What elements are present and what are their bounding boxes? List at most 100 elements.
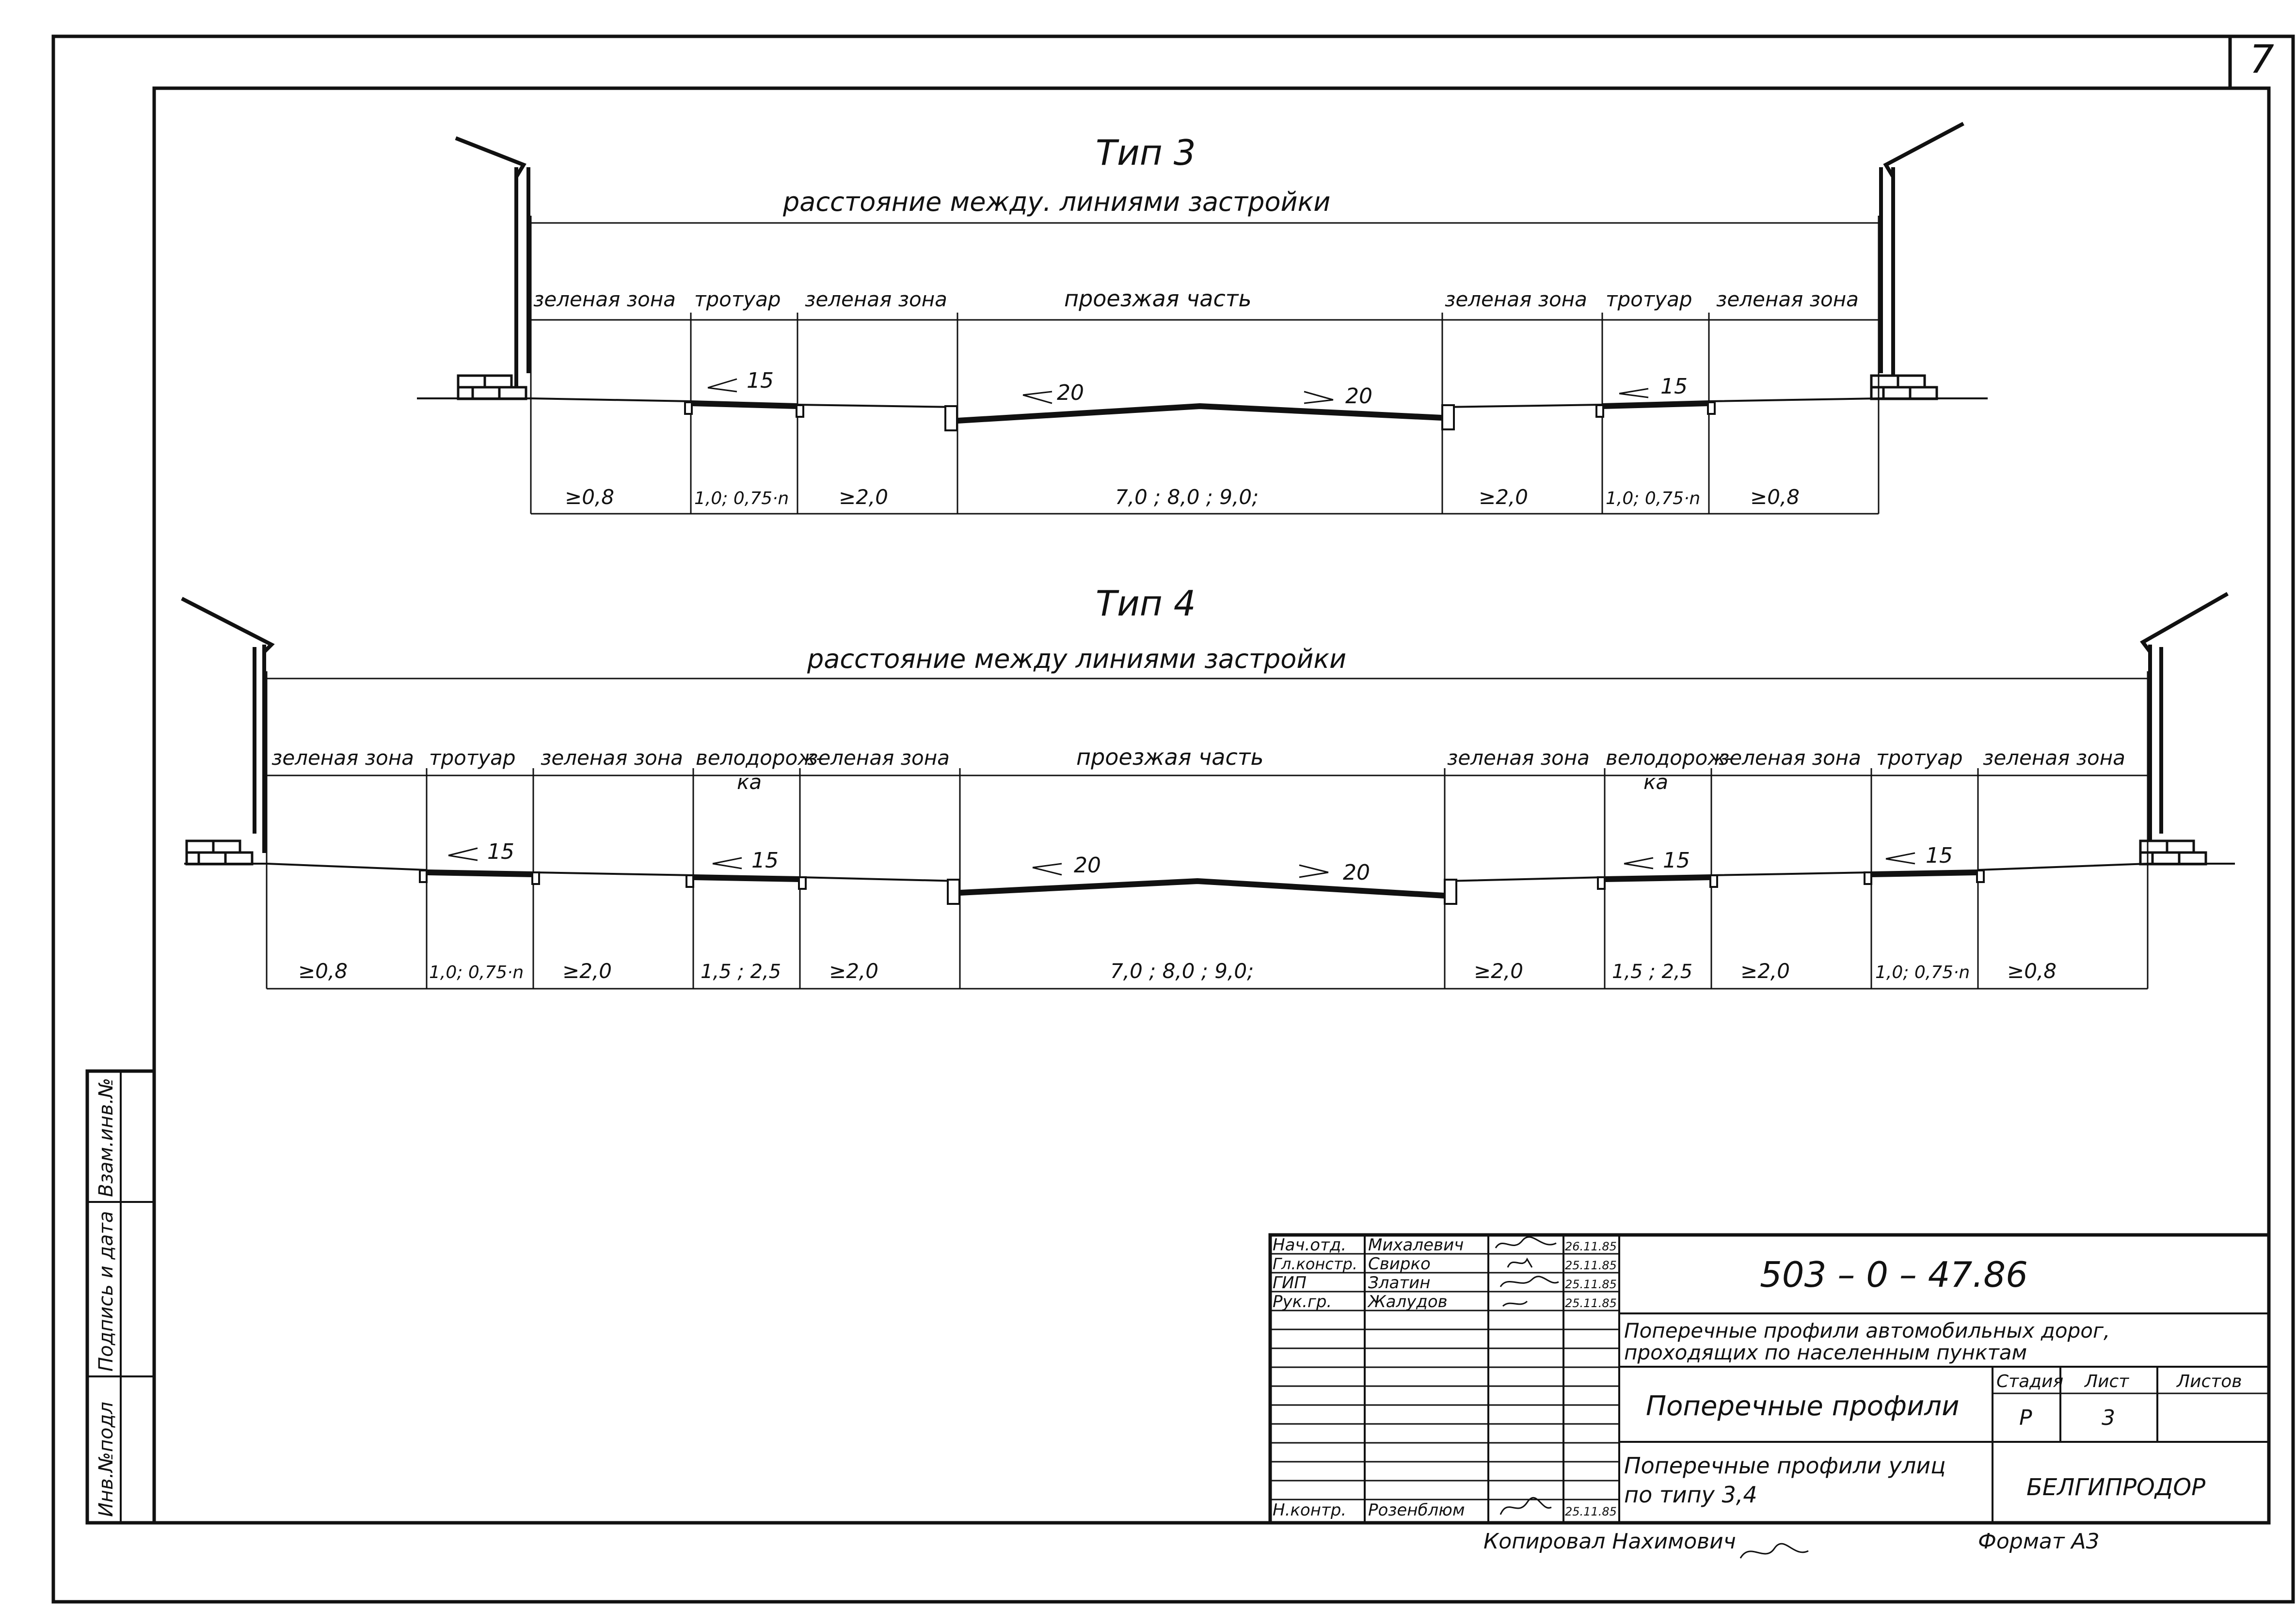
type3-profile: Тип 3 расстояние между. л (417, 122, 1988, 515)
house-left-icon (181, 597, 275, 866)
type3-dim-6: 1,0; 0,75·n (1606, 489, 1700, 508)
type3-slope-2: 20 (1022, 380, 1084, 405)
type3-zone-green-3: зеленая зона (1445, 287, 1587, 311)
type4-zone-sidewalk-1: тротуар (429, 746, 516, 770)
svg-text:20: 20 (1345, 384, 1372, 409)
type4-zone-green-2: зеленая зона (541, 746, 683, 770)
type4-zone-green-6: зеленая зона (1983, 746, 2125, 770)
sig-role-4: Рук.гр. (1273, 1292, 1332, 1311)
type4-zone-green-5: зеленая зона (1719, 746, 1861, 770)
sig-date-2: 25.11.85 (1565, 1259, 1617, 1272)
stage-value: Р (2019, 1406, 2032, 1430)
type3-zone-sidewalk-1: тротуар (694, 287, 781, 311)
type4-dim-2: 1,0; 0,75·n (429, 963, 524, 982)
type3-dim-1: ≥0,8 (565, 485, 614, 509)
house-left-icon (455, 136, 530, 400)
type3-slope-4: 15 (1619, 374, 1688, 399)
type4-dim-8: 1,5 ; 2,5 (1612, 961, 1692, 983)
type4-dim-3: ≥2,0 (562, 959, 612, 983)
type4-zone-green-4: зеленая зона (1447, 746, 1590, 770)
type4-zone-bikepath-1: велодорож- (696, 746, 823, 770)
side-stamp: Инв.№подл Подпись и дата Взам.инв.№ (85, 1069, 156, 1525)
title-block: Нач.отд. Михалевич 26.11.85 Гл.констр. С… (1268, 1233, 2271, 1559)
sheet-label: Лист (2084, 1372, 2129, 1391)
project-title-2: проходящих по населенным пунктам (1624, 1341, 2027, 1364)
type3-dim-4: 7,0 ; 8,0 ; 9,0; (1115, 485, 1259, 509)
drawing-subtitle-1: Поперечные профили улиц (1624, 1453, 1946, 1479)
sig-name-4: Жалудов (1367, 1292, 1448, 1311)
sig-date-1: 26.11.85 (1565, 1240, 1617, 1253)
sig-role-5: Н.контр. (1273, 1500, 1346, 1520)
handwritten-signatures (1495, 1236, 1809, 1559)
sheet-number: 7 (2249, 37, 2274, 82)
sheet-no-value: 3 (2102, 1406, 2115, 1430)
sig-role-2: Гл.констр. (1273, 1255, 1357, 1273)
sig-date-4: 25.11.85 (1565, 1296, 1617, 1310)
type3-span-label: расстояние между. линиями застройки (782, 187, 1330, 217)
type4-span-label: расстояние между линиями застройки (807, 644, 1346, 674)
type4-zone-sidewalk-2: тротуар (1876, 746, 1963, 770)
stage-label: Стадия (1996, 1372, 2063, 1391)
type3-zone-green-1: зеленая зона (533, 287, 676, 311)
type4-slope-5: 15 (1624, 848, 1690, 873)
type3-zone-green-2: зеленая зона (805, 287, 947, 311)
type4-dim-5: ≥2,0 (829, 959, 878, 983)
type4-profile: Тип 4 расстояние между линиями застройки (181, 583, 2235, 990)
svg-text:20: 20 (1343, 860, 1370, 885)
sheet-format: Формат А3 (1978, 1529, 2100, 1554)
house-right-icon (2139, 592, 2229, 866)
type4-zone-bikepath-2b: ка (1643, 770, 1668, 794)
svg-text:20: 20 (1057, 380, 1084, 405)
copied-by: Копировал Нахимович (1483, 1529, 1736, 1554)
svg-text:15: 15 (1660, 374, 1688, 399)
organization: БЕЛГИПРОДОР (2026, 1474, 2205, 1501)
type4-zone-green-3: зеленая зона (807, 746, 950, 770)
type4-zone-bikepath-2: велодорож- (1606, 746, 1733, 770)
type4-slope-4: 20 (1299, 860, 1370, 885)
type3-dim-7: ≥0,8 (1750, 485, 1800, 509)
type4-dim-4: 1,5 ; 2,5 (701, 961, 781, 983)
type4-dim-7: ≥2,0 (1474, 959, 1523, 983)
svg-text:15: 15 (1926, 843, 1953, 868)
type4-zone-green-1: зеленая зона (271, 746, 414, 770)
type3-title: Тип 3 (1096, 132, 1196, 173)
type3-dim-5: ≥2,0 (1479, 485, 1528, 509)
sig-role-1: Нач.отд. (1273, 1235, 1346, 1255)
type3-zone-sidewalk-2: тротуар (1606, 287, 1692, 311)
drawing-subtitle-2: по типу 3,4 (1624, 1482, 1757, 1508)
type3-slope-3: 20 (1304, 384, 1372, 409)
sig-name-2: Свирко (1368, 1254, 1431, 1274)
type4-dim-9: ≥2,0 (1740, 959, 1790, 983)
drawing-name: Поперечные профили (1646, 1390, 1960, 1422)
svg-text:15: 15 (487, 839, 514, 864)
type3-zone-green-4: зеленая зона (1716, 287, 1859, 311)
side-stamp-sign-date: Подпись и дата (95, 1211, 117, 1372)
sig-date-5: 25.11.85 (1565, 1505, 1617, 1518)
type4-slope-2: 15 (712, 848, 779, 873)
type3-dim-2: 1,0; 0,75·n (694, 489, 789, 508)
type3-zone-carriageway: проезжая часть (1064, 285, 1252, 312)
type4-zone-bikepath-1b: ка (737, 770, 762, 794)
type4-zone-carriageway: проезжая часть (1076, 744, 1264, 770)
type3-dim-3: ≥2,0 (839, 485, 888, 509)
sheets-label: Листов (2176, 1372, 2242, 1391)
svg-text:20: 20 (1074, 853, 1101, 878)
svg-text:15: 15 (751, 848, 779, 873)
type3-slope-1: 15 (707, 368, 774, 393)
sheet-frame: 7 (51, 34, 2295, 1604)
svg-text:15: 15 (1663, 848, 1690, 873)
type4-dim-11: ≥0,8 (2007, 959, 2057, 983)
type4-slope-1: 15 (448, 839, 514, 864)
type4-slope-3: 20 (1032, 853, 1101, 878)
type4-title: Тип 4 (1096, 583, 1196, 624)
svg-text:15: 15 (747, 368, 774, 393)
designation: 503 – 0 – 47.86 (1760, 1254, 2028, 1295)
sig-name-3: Златин (1368, 1273, 1431, 1293)
type4-slope-6: 15 (1885, 843, 1953, 868)
sig-date-3: 25.11.85 (1565, 1278, 1617, 1291)
house-right-icon (1870, 122, 1964, 400)
side-stamp-inv-no: Инв.№подл (95, 1402, 117, 1517)
type4-dim-6: 7,0 ; 8,0 ; 9,0; (1110, 959, 1254, 983)
type4-dim-10: 1,0; 0,75·n (1875, 963, 1970, 982)
